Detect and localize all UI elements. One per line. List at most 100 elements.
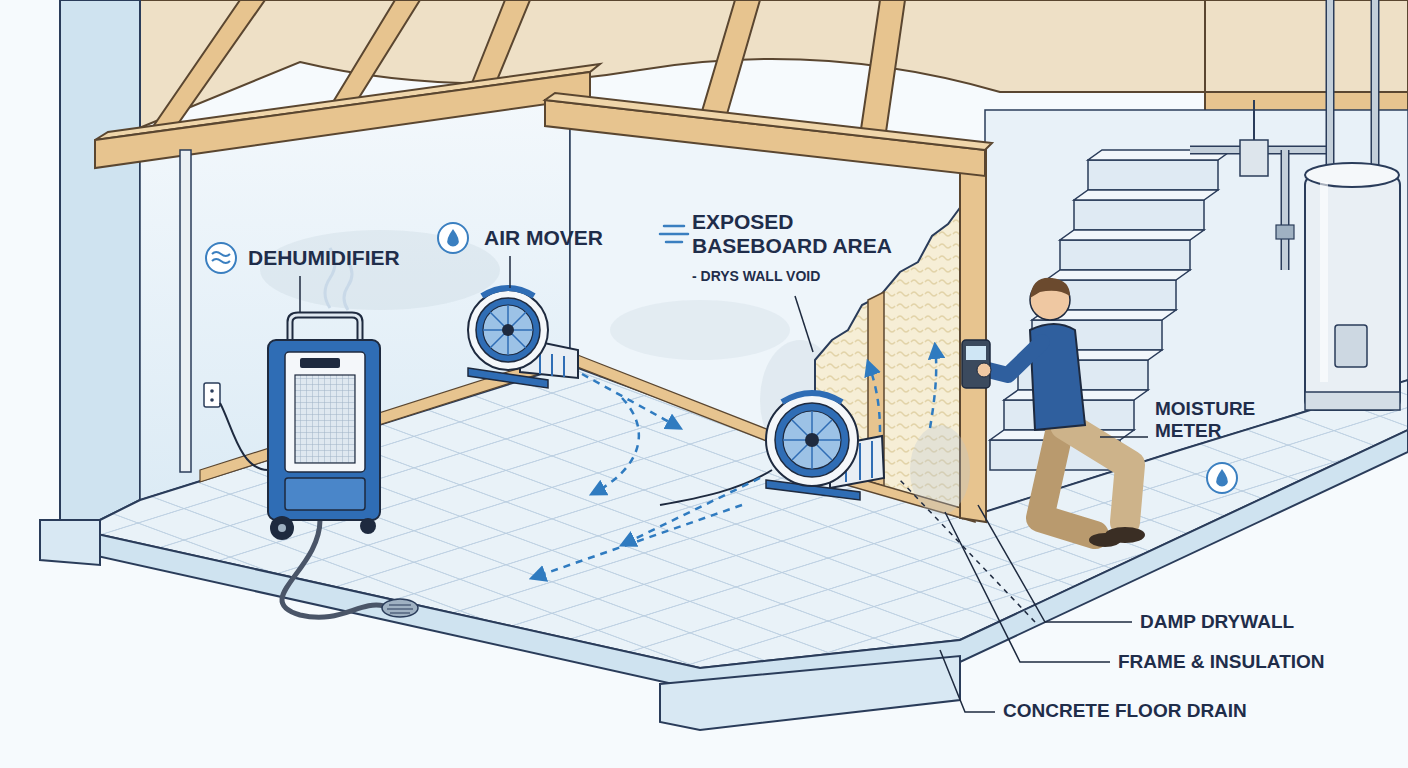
dehumidifier <box>278 524 286 532</box>
dehumidifier <box>285 352 365 472</box>
dehumidifier <box>270 516 294 540</box>
label-icons <box>1207 463 1237 493</box>
air-mover <box>805 433 819 447</box>
dehumidifier <box>360 518 376 534</box>
leader-lines <box>978 505 1132 622</box>
dehumidifier <box>220 248 418 617</box>
leader-lines <box>940 650 995 712</box>
air-mover <box>483 305 533 355</box>
wall-pipe-outlet <box>180 150 220 472</box>
dehumidifier <box>387 605 413 613</box>
water-heater-pipes <box>1190 0 1400 410</box>
dehumidifier <box>282 520 384 617</box>
airflow-arrows <box>582 374 680 428</box>
leader-lines <box>900 480 1035 622</box>
airflow-arrows <box>592 398 639 494</box>
callout-label: AIR MOVER <box>484 226 603 250</box>
label-icons <box>206 243 236 273</box>
air-mover <box>540 352 564 377</box>
airflow-arrows <box>622 478 760 545</box>
foundation-walls <box>60 0 140 520</box>
technician <box>1030 278 1070 298</box>
technician <box>966 346 986 360</box>
dehumidifier <box>268 340 380 520</box>
ceiling-joists <box>700 0 760 121</box>
foundation-walls <box>610 300 790 360</box>
water-heater-pipes <box>1276 225 1294 239</box>
leader-lines <box>300 256 1148 712</box>
airflow-arrows <box>532 505 742 578</box>
dehumidifier <box>295 375 355 463</box>
callout-label: CONCRETE FLOOR DRAIN <box>1003 700 1247 722</box>
technician <box>1065 425 1130 522</box>
air-mover <box>468 288 578 388</box>
airflow-arrows <box>930 345 936 428</box>
tiled-floor <box>40 520 100 565</box>
label-icons <box>660 226 688 242</box>
dehumidifier <box>300 358 340 368</box>
callout-label: - DRYS WALL VOID <box>692 268 820 284</box>
water-heater-pipes <box>1335 325 1367 367</box>
staircase <box>1060 240 1190 270</box>
staircase <box>1060 230 1204 240</box>
staircase <box>1074 190 1218 200</box>
water-heater-pipes <box>1320 182 1328 382</box>
water-heater-pipes <box>1253 100 1255 140</box>
ceiling-joists <box>95 72 590 168</box>
water-heater-pipes <box>1305 392 1400 410</box>
air-mover <box>476 298 540 362</box>
label-icons <box>212 252 230 263</box>
leader-lines <box>1100 436 1148 438</box>
technician <box>977 363 991 377</box>
dehumidifier <box>344 262 352 310</box>
exposed-wall-void <box>910 425 970 515</box>
dehumidifier <box>220 403 268 470</box>
water-heater-pipes <box>1305 175 1400 410</box>
technician <box>1105 527 1145 543</box>
technician <box>988 342 1042 375</box>
staircase <box>1046 270 1190 280</box>
dehumidifier <box>285 478 365 510</box>
air-mover <box>468 290 548 370</box>
leader-lines <box>299 276 301 312</box>
air-mover <box>482 288 534 296</box>
ceiling-joists <box>545 93 992 150</box>
air-mover <box>782 393 842 402</box>
airflow-arrows <box>532 345 936 578</box>
wall-pipe-outlet <box>210 389 214 393</box>
staircase <box>1088 160 1218 190</box>
air-mover <box>660 470 772 505</box>
air-mover <box>783 411 841 469</box>
leader-lines <box>509 256 511 288</box>
callout-label: FRAME & INSULATION <box>1118 651 1325 673</box>
baseboard <box>200 352 570 482</box>
callout-label: DAMP DRYWALL <box>1140 611 1294 633</box>
wall-pipe-outlet <box>204 383 220 407</box>
air-mover <box>783 411 841 469</box>
tiled-floor <box>660 656 960 730</box>
ceiling-joists <box>860 0 905 139</box>
label-icons <box>206 223 1237 493</box>
air-mover <box>502 324 514 336</box>
technician <box>962 340 990 388</box>
leader-lines <box>945 512 1110 662</box>
water-heater-pipes <box>1240 140 1268 176</box>
callout-label: DEHUMIDIFIER <box>248 246 400 270</box>
water-heater-pipes <box>1305 163 1399 187</box>
air-mover <box>775 403 849 477</box>
technician <box>962 278 1145 547</box>
air-mover <box>483 305 533 355</box>
dehumidifier <box>382 599 418 617</box>
label-icons <box>438 223 468 253</box>
airflow-arrows <box>868 362 880 432</box>
wall-pipe-outlet <box>210 398 214 402</box>
air-mover <box>660 393 884 505</box>
ceiling-joists <box>95 0 992 176</box>
label-icons <box>447 229 459 247</box>
callout-label: EXPOSED BASEBOARD AREA <box>692 210 904 258</box>
baseboard <box>200 352 815 482</box>
ceiling-joists <box>150 0 265 131</box>
